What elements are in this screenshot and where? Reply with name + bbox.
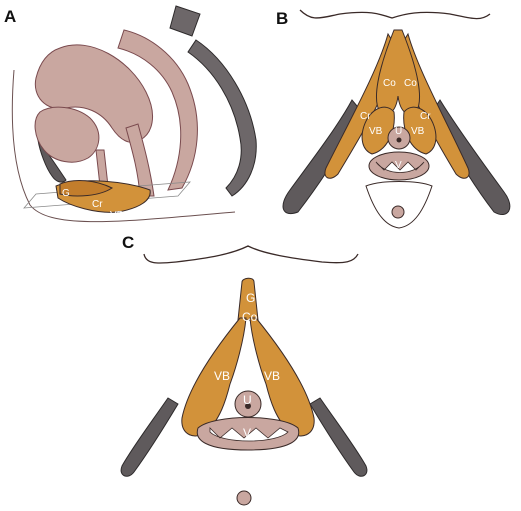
- ischial-ramus-right-c: [309, 397, 368, 477]
- urethral-opening-b: [396, 137, 402, 143]
- label-a-cr: Cr: [92, 199, 103, 210]
- label-c-co: Co: [242, 310, 258, 324]
- label-c-u: U: [243, 393, 252, 407]
- panel-c-letter: C: [122, 233, 134, 252]
- panel-a-letter: A: [4, 7, 16, 26]
- panel-a: A G Cr VB: [4, 5, 257, 223]
- ischial-ramus-left-b: [282, 99, 363, 214]
- vaginal-lumen-b: [375, 161, 425, 173]
- label-c-v: V: [243, 426, 251, 440]
- label-b-cr-left: Cr: [360, 111, 371, 122]
- label-a-vb: VB: [110, 210, 124, 221]
- label-b-vb-right: VB: [411, 126, 425, 137]
- label-c-g: G: [246, 291, 255, 305]
- label-b-vb-left: VB: [369, 126, 383, 137]
- label-b-co-left: Co: [383, 78, 396, 89]
- rectum: [117, 29, 198, 191]
- glans-c: [237, 277, 259, 321]
- panel-c: C G Co VB VB U V: [120, 233, 368, 506]
- sacrum: [187, 39, 257, 197]
- corpora-b: [375, 29, 421, 115]
- vertebra-1: [169, 5, 201, 37]
- panel-b-letter: B: [276, 9, 288, 28]
- symphysis-b: [299, 9, 491, 20]
- symphysis-c: [143, 245, 359, 264]
- vaginal-lumen-c: [209, 427, 289, 442]
- perineal-body-b: [365, 181, 433, 229]
- label-c-vb-left: VB: [214, 369, 230, 383]
- anus-b: [391, 205, 405, 219]
- vagina-b: [368, 151, 430, 181]
- vagina-c: [196, 417, 300, 451]
- vagina: [125, 123, 155, 197]
- label-a-g: G: [62, 188, 70, 199]
- label-c-vb-right: VB: [264, 369, 280, 383]
- panel-b: B Co Co Cr Cr VB VB U V: [276, 9, 511, 229]
- label-b-v: V: [395, 160, 402, 171]
- anus-c: [236, 490, 252, 506]
- bladder: [34, 106, 100, 163]
- urethral-opening-c: [245, 403, 251, 409]
- label-b-cr-right: Cr: [420, 111, 431, 122]
- ischial-ramus-left-c: [120, 397, 179, 477]
- label-b-co-right: Co: [404, 78, 417, 89]
- uterus: [34, 44, 154, 143]
- crus-a: [59, 180, 113, 197]
- label-b-u: U: [395, 126, 402, 137]
